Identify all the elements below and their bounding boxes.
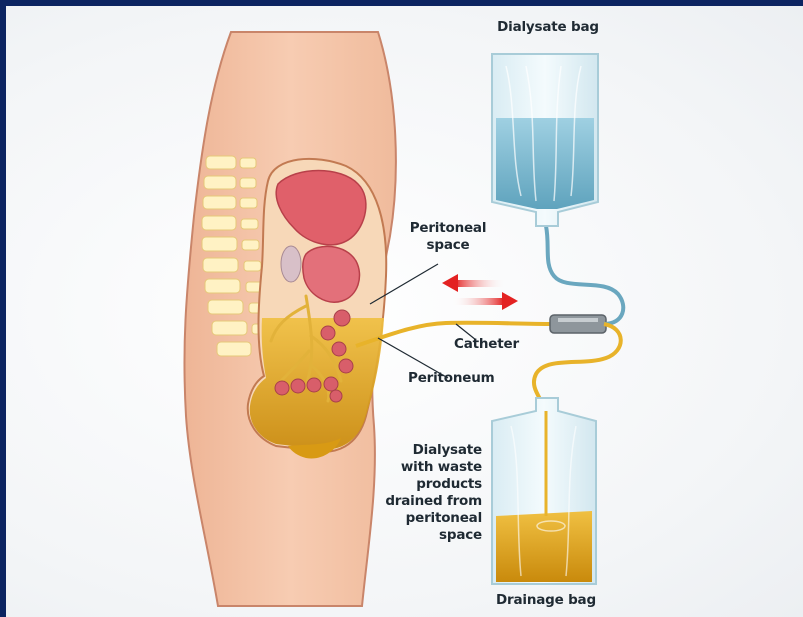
catheter-connector [550,315,606,333]
diagram-frame: Dialysate bag Peritoneal space Catheter … [6,6,803,617]
dialysate-bag [492,54,598,226]
drainage-bag [492,398,596,584]
peritoneum-label: Peritoneum [408,370,508,387]
drained-dialysate-label: Dialysate with waste products drained fr… [376,442,482,544]
peritoneal-space-label: Peritoneal space [402,220,494,254]
drainage-bag-label: Drainage bag [480,592,612,609]
inflow-tube [546,226,623,324]
catheter-label: Catheter [454,336,534,353]
kidney-organ [281,246,301,282]
dialysate-bag-label: Dialysate bag [488,19,608,36]
exchange-arrows [442,274,518,310]
